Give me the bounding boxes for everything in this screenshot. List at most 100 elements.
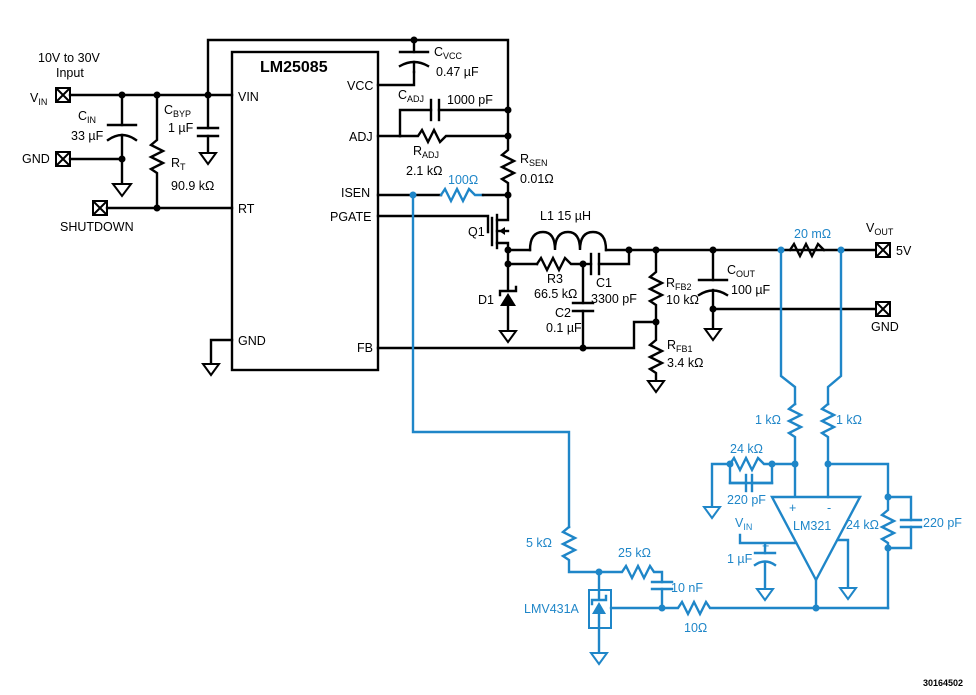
sense-r-left-resistor <box>786 402 804 466</box>
shutdown-label: SHUTDOWN <box>60 220 134 234</box>
pin-fb: FB <box>357 341 373 355</box>
cout-capacitor <box>697 248 729 342</box>
opamp-supply-capacitor-value: 1 µF <box>727 552 753 566</box>
sense-right-wire <box>826 248 843 406</box>
opamp-supply-capacitor-plus: + <box>762 539 769 553</box>
cbyp-value: 1 µF <box>168 121 194 135</box>
d1-label: D1 <box>478 293 494 307</box>
q1-label: Q1 <box>468 225 485 239</box>
r-25k-resistor <box>597 563 664 584</box>
radj-value: 2.1 kΩ <box>406 164 442 178</box>
vout-terminal <box>875 242 891 258</box>
opamp-gnd-wire <box>836 538 850 589</box>
r-5k-value: 5 kΩ <box>526 536 552 550</box>
r-10-value: 10Ω <box>684 621 707 635</box>
c2-value: 0.1 µF <box>546 321 582 335</box>
chip-gnd-wire <box>209 338 234 365</box>
right-fb-resistor-value: 24 kΩ <box>846 518 879 532</box>
c2-label: C2 <box>555 306 571 320</box>
r3-label: R3 <box>547 272 563 286</box>
r-25k-value: 25 kΩ <box>618 546 651 560</box>
opamp-supply-capacitor <box>753 551 777 602</box>
pin-pgate: PGATE <box>330 210 371 224</box>
node-dot <box>709 305 717 313</box>
cvcc-value: 0.47 µF <box>436 65 479 79</box>
right-fb-resistor <box>879 495 897 610</box>
cvcc-label: CVCC <box>434 45 463 61</box>
output-gnd-label: GND <box>871 320 899 334</box>
c-10n-value: 10 nF <box>671 581 703 595</box>
node-dot-blue <box>884 544 892 552</box>
pin-rt: RT <box>238 202 255 216</box>
cin-label: CIN <box>78 109 96 125</box>
radj-label: RADJ <box>413 144 439 160</box>
rt-label: RT <box>171 156 186 172</box>
cadj-label: CADJ <box>398 88 424 104</box>
r3-resistor <box>535 255 585 273</box>
rshunt-resistor <box>788 241 826 259</box>
c1-value: 3300 pF <box>591 292 637 306</box>
vin-to-top-rail-wire <box>206 38 510 112</box>
node-dot <box>504 132 512 140</box>
shutdown-terminal <box>92 200 108 216</box>
left-rc-wire <box>710 462 797 508</box>
right-fb-capacitor-value: 220 pF <box>923 516 962 530</box>
node-dot <box>504 106 512 114</box>
cin-capacitor <box>106 93 138 198</box>
rfb2-label: RFB2 <box>666 276 692 292</box>
chip-title: LM25085 <box>260 59 328 76</box>
pin-gnd: GND <box>238 334 266 348</box>
left-fb-capacitor <box>728 473 774 493</box>
cbyp-label: CBYP <box>164 103 191 119</box>
opamp-vin-label: VIN <box>735 516 752 532</box>
q1-mosfet <box>490 193 510 266</box>
rsen-value: 0.01Ω <box>520 172 554 186</box>
d1-diode <box>498 262 518 344</box>
left-fb-capacitor-value: 220 pF <box>727 493 766 507</box>
vin-terminal-label: VIN <box>30 91 47 107</box>
node-dot <box>579 344 587 352</box>
c1-capacitor <box>581 248 631 276</box>
node-dot-blue <box>768 460 776 468</box>
fb-pin-wire <box>376 320 658 350</box>
rfb1-resistor <box>646 320 666 394</box>
cadj-value: 1000 pF <box>447 93 493 107</box>
cadj-capacitor <box>429 98 441 122</box>
c2-capacitor <box>571 262 595 350</box>
lm321-opamp <box>770 495 862 583</box>
c-10n-capacitor <box>650 580 674 610</box>
input-range-label-2: Input <box>56 66 84 80</box>
sense-r-left-value: 1 kΩ <box>755 413 781 427</box>
l1-label: L1 15 µH <box>540 209 591 223</box>
c1-label: C1 <box>596 276 612 290</box>
lm25085-chip <box>230 50 380 372</box>
isen-resistor-value: 100Ω <box>448 173 478 187</box>
vout-value: 5V <box>896 244 912 258</box>
cbyp-capacitor <box>196 93 220 166</box>
ground-symbol-blue <box>702 506 722 520</box>
rfb2-resistor <box>647 248 665 324</box>
cout-value: 100 µF <box>731 283 771 297</box>
vin-terminal <box>55 87 71 103</box>
ground-symbol <box>201 363 221 377</box>
vcc-pin-wire <box>376 70 416 87</box>
right-rc-wire <box>826 462 890 499</box>
cvcc-capacitor <box>398 38 430 74</box>
r-10-resistor <box>660 599 818 617</box>
node-dot-blue <box>726 460 734 468</box>
sense-r-right-value: 1 kΩ <box>836 413 862 427</box>
opamp-minus: - <box>827 501 831 515</box>
isen-feedback-wire <box>411 193 571 529</box>
rt-resistor <box>148 93 166 210</box>
r-5k-resistor <box>560 525 601 574</box>
pin-isen: ISEN <box>341 186 370 200</box>
node-dot <box>410 36 418 44</box>
rshunt-value: 20 mΩ <box>794 227 831 241</box>
radj-resistor <box>398 127 510 145</box>
node-dot-blue <box>884 493 892 501</box>
rsen-label: RSEN <box>520 152 548 168</box>
lmv431a-shunt-reference <box>588 570 664 666</box>
rsen-resistor <box>499 108 517 197</box>
lmv431a-label: LMV431A <box>524 602 580 616</box>
